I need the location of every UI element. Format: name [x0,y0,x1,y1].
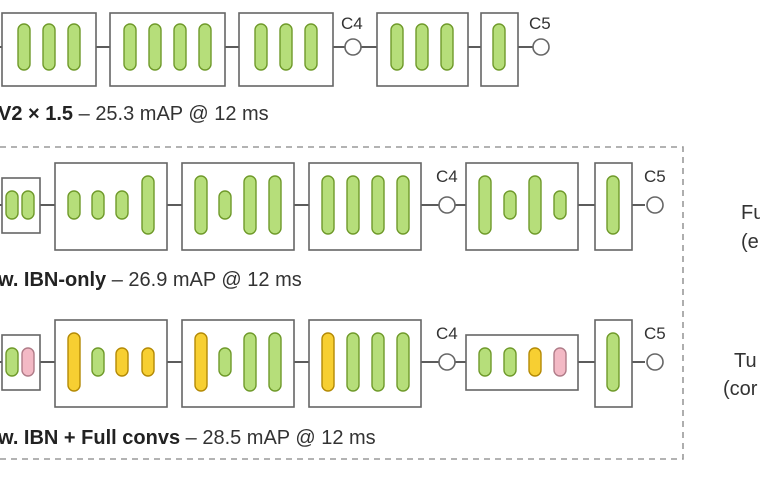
layer-pill-full-conv [528,347,542,377]
row3-model-name: w. IBN + Full convs [0,427,180,449]
row1-caption: V2 × 1.5 – 25.3 mAP @ 12 ms [0,103,269,125]
layer-pill-ibn [148,23,162,71]
layer-pill-ibn [492,23,506,71]
layer-pill-full-conv [115,347,129,377]
layer-pill-full-conv [67,332,81,392]
layer-pill-ibn [115,190,129,220]
layer-pill-ibn [396,175,410,235]
layer-pill-ibn [396,332,410,392]
row1-c4-label: C4 [341,14,363,33]
layer-pill-ibn [606,332,620,392]
row1-model-name: V2 × 1.5 [0,103,73,125]
legend-tucker-label: Tu [734,350,757,372]
row3-c4-node [438,353,456,371]
layer-pill-ibn [268,175,282,235]
layer-pill-ibn [371,332,385,392]
layer-pill-ibn [194,175,208,235]
layer-pill-ibn [254,23,268,71]
layer-pill-ibn [123,23,137,71]
layer-pill-ibn [5,347,19,377]
layer-pill-ibn [503,347,517,377]
layer-pill-ibn [173,23,187,71]
layer-pill-ibn [243,332,257,392]
legend-full-conv-label: Fu [741,202,760,224]
layer-pill-ibn [268,332,282,392]
row2-model-name: w. IBN-only [0,269,107,291]
layer-pill-ibn [5,190,19,220]
layer-pill-ibn [440,23,454,71]
layer-pill-ibn [67,23,81,71]
row1-result: 25.3 mAP @ 12 ms [95,103,268,125]
layer-pill-ibn [17,23,31,71]
row3-separator: – [180,427,202,449]
row1-c4-node [344,38,362,56]
row1-c5-node [532,38,550,56]
layer-pill-ibn [91,347,105,377]
layer-pill-ibn [606,175,620,235]
row2-c5-node [646,196,664,214]
layer-pill-ibn [390,23,404,71]
layer-pill-full-conv [194,332,208,392]
layer-pill-ibn [198,23,212,71]
legend-tucker-note: (cor [723,378,758,400]
row3-c5-label: C5 [644,324,666,343]
row3-result: 28.5 mAP @ 12 ms [202,427,375,449]
layer-pill-full-conv [141,347,155,377]
legend-full-conv-note: (e [741,231,759,253]
layer-pill-ibn [321,175,335,235]
layer-pill-ibn [42,23,56,71]
layer-pill-ibn [528,175,542,235]
layer-pill-full-conv [321,332,335,392]
row3-caption: w. IBN + Full convs – 28.5 mAP @ 12 ms [0,427,376,449]
layer-pill-ibn [218,347,232,377]
layer-pill-ibn [218,190,232,220]
layer-pill-ibn [478,347,492,377]
row1-c5-label: C5 [529,14,551,33]
row2-c5-label: C5 [644,167,666,186]
layer-pill-ibn [67,190,81,220]
row2-c4-label: C4 [436,167,458,186]
row2-caption: w. IBN-only – 26.9 mAP @ 12 ms [0,269,302,291]
row3-c4-label: C4 [436,324,458,343]
layer-pill-ibn [243,175,257,235]
row2-result: 26.9 mAP @ 12 ms [128,269,301,291]
dashed-comparison-frame [0,146,684,460]
layer-pills [5,23,620,392]
layer-pill-ibn [415,23,429,71]
row3-c5-node [646,353,664,371]
layer-pill-ibn [304,23,318,71]
layer-pill-ibn [346,175,360,235]
layer-pill-tucker [21,347,35,377]
row1-separator: – [73,103,95,125]
layer-pill-ibn [91,190,105,220]
row2-separator: – [106,269,128,291]
layer-pill-ibn [553,190,567,220]
layer-pill-ibn [346,332,360,392]
layer-pill-ibn [21,190,35,220]
layer-pill-ibn [279,23,293,71]
layer-pill-tucker [553,347,567,377]
layer-pill-ibn [141,175,155,235]
layer-pill-ibn [478,175,492,235]
layer-pill-ibn [371,175,385,235]
layer-pill-ibn [503,190,517,220]
row2-c4-node [438,196,456,214]
